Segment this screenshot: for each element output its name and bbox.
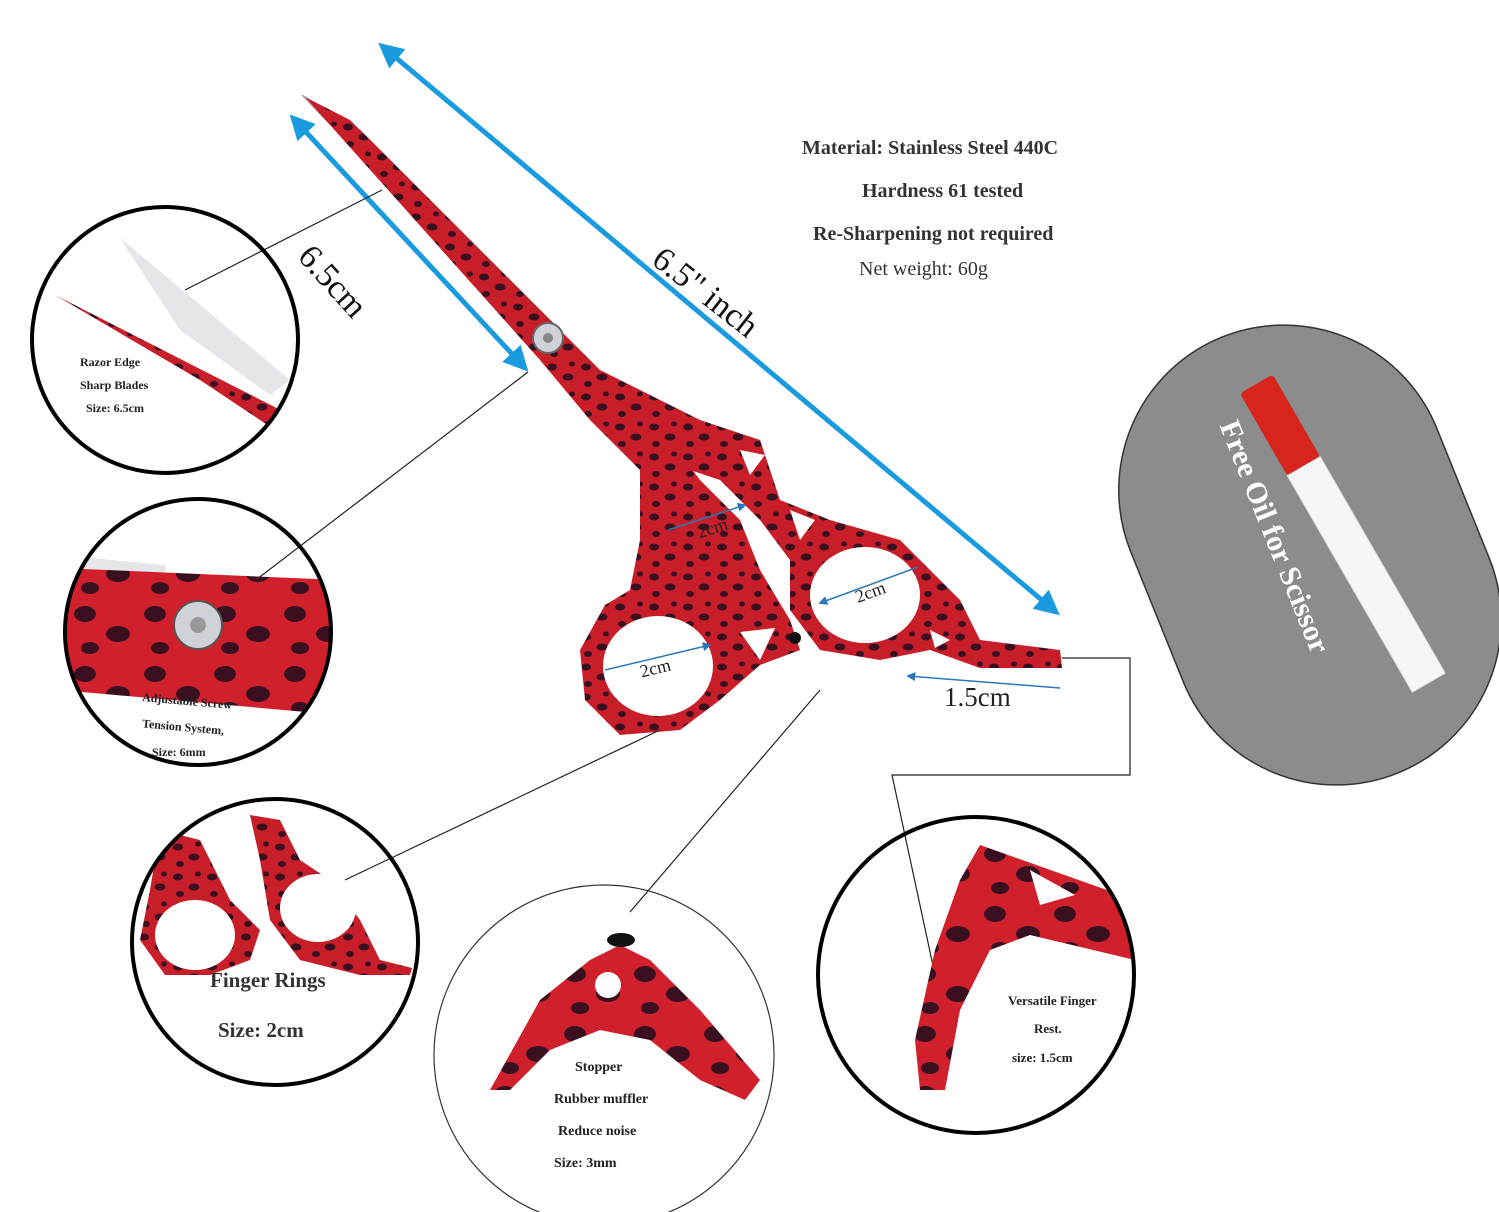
rest-caption-3: size: 1.5cm [1012, 1050, 1073, 1065]
spec-sharpening: Re-Sharpening not required [813, 223, 1054, 245]
stopper-caption-3: Reduce noise [558, 1124, 637, 1139]
stopper [789, 632, 801, 644]
finger-rest-size-label: 1.5cm [944, 682, 1011, 712]
callout-circle-screw [65, 555, 331, 715]
stopper-caption-1: Stopper [575, 1060, 623, 1075]
oil-badge [1118, 324, 1499, 786]
blade-length-arrow [289, 114, 529, 372]
stopper-caption-2: Rubber muffler [554, 1092, 649, 1107]
oil-bottle-icon [1241, 375, 1446, 693]
screw-caption-3: Size: 6mm [152, 745, 206, 759]
rest-caption-1: Versatile Finger [1008, 993, 1097, 1008]
rings-caption-1: Finger Rings [210, 968, 326, 992]
callout-circle-rest [915, 845, 1134, 1090]
rings-caption-2: Size: 2cm [218, 1018, 304, 1042]
blade-caption-1: Razor Edge [80, 355, 141, 369]
callout-circle-stopper [490, 933, 760, 1100]
callout-circle-rings [140, 815, 412, 975]
stopper-knob [607, 933, 635, 947]
leader-lines [184, 189, 1131, 976]
rest-caption-2: Rest. [1034, 1021, 1062, 1036]
ring-lower-hole [603, 616, 713, 716]
blade-caption-2: Sharp Blades [80, 378, 149, 392]
spec-hardness: Hardness 61 tested [862, 180, 1024, 202]
blade-caption-3: Size: 6.5cm [86, 401, 144, 415]
callout-circle-blade [55, 238, 298, 440]
stopper-caption-4: Size: 3mm [554, 1156, 617, 1171]
spec-weight: Net weight: 60g [859, 258, 988, 280]
spec-material: Material: Stainless Steel 440C [802, 137, 1059, 159]
